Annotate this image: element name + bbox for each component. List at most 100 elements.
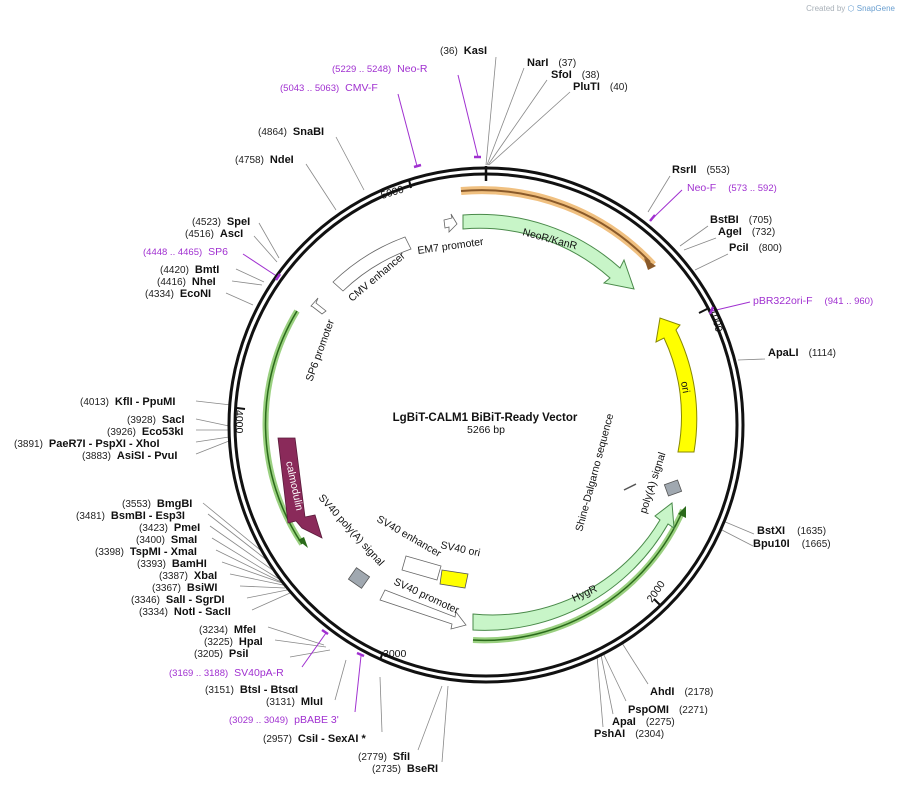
enzyme-agei-pos: (732)	[752, 227, 775, 238]
svg-text:Bpu10I(1665): Bpu10I(1665)	[753, 538, 831, 550]
enzyme-bmgbi-pos: (3553)	[122, 499, 151, 510]
svg-text:ApaI(2275): ApaI(2275)	[612, 716, 675, 728]
feature-calmodulin	[277, 437, 323, 539]
enzyme-rsrii: RsrII	[672, 164, 696, 176]
primer-leaders	[242, 74, 751, 713]
feature-em7	[443, 213, 458, 233]
feature-sv40-enhancer	[401, 555, 442, 581]
svg-text:PshAI(2304): PshAI(2304)	[594, 728, 664, 740]
label-sv40-polya: SV40 poly(A) signal	[316, 492, 387, 569]
primer-pbr322ori-f-pos: (941 .. 960)	[825, 296, 874, 307]
enzyme-saci: SacI	[162, 414, 185, 426]
svg-text:(3926)Eco53kI: (3926)Eco53kI	[107, 426, 184, 438]
enzyme-bstbi-pos: (705)	[749, 215, 772, 226]
feature-ori	[655, 317, 698, 453]
enzyme-sfii: SfiI	[393, 751, 410, 763]
enzyme-nhei: NheI	[192, 276, 216, 288]
enzyme-pcii: PciI	[729, 242, 749, 254]
enzyme-apai-pos: (2275)	[646, 717, 675, 728]
svg-text:(4523)SpeI: (4523) SpeI	[192, 216, 250, 228]
feature-sp6-promoter	[310, 297, 327, 315]
enzyme-labels: (36)KasI NarI(37) SfoI(38) PluTI(40) Rsr…	[14, 45, 836, 775]
enzyme-psii-pos: (3205)	[194, 649, 223, 660]
scale-ticks	[236, 179, 708, 661]
svg-text:(3393)BamHI: (3393)BamHI	[137, 558, 207, 570]
svg-text:(3367)BsiWI: (3367)BsiWI	[152, 582, 217, 594]
enzyme-snabi: SnaBI	[293, 126, 324, 138]
plasmid-length: 5266 bp	[467, 424, 505, 436]
enzyme-sfoi: SfoI	[551, 69, 572, 81]
enzyme-bamhi: BamHI	[172, 558, 207, 570]
label-sp6-promoter: SP6 promoter	[304, 318, 338, 383]
enzyme-smai: SmaI	[171, 534, 197, 546]
enzyme-pshai: PshAI	[594, 728, 625, 740]
enzyme-xbai-pos: (3387)	[159, 571, 188, 582]
svg-text:(4758)NdeI: (4758)NdeI	[235, 154, 294, 166]
enzyme-tspmi-pos: (3398)	[95, 547, 124, 558]
snapgene-credit: Created by ⬡ SnapGene	[806, 4, 895, 13]
enzyme-bseri: BseRI	[407, 763, 438, 775]
svg-text:(3169 .. 3188)SV40pA-R: (3169 .. 3188)SV40pA-R	[169, 667, 284, 679]
enzyme-csii: CsiI - SexAI *	[298, 733, 367, 745]
enzyme-pluti-pos: (40)	[610, 82, 628, 93]
svg-text:(3891)PaeR7I - PspXI - XhoI: (3891)PaeR7I - PspXI - XhoI	[14, 438, 160, 450]
enzyme-apali-pos: (1114)	[809, 348, 836, 359]
enzyme-bsmbi-pos: (3481)	[76, 511, 105, 522]
tick-4000: 4000	[233, 410, 245, 434]
enzyme-nhei-pos: (4416)	[157, 277, 186, 288]
svg-text:(3928)SacI: (3928) SacI	[127, 414, 185, 426]
credit-prefix: Created by	[806, 4, 846, 13]
svg-text:AgeI(732): AgeI(732)	[718, 226, 775, 238]
svg-text:(2735)BseRI: (2735)BseRI	[372, 763, 438, 775]
primer-pbabe3: pBABE 3'	[294, 714, 339, 726]
label-shine-dalgarno: Shine-Dalgarno sequence	[573, 412, 616, 533]
enzyme-xbai: XbaI	[194, 570, 217, 582]
svg-text:(4864)SnaBI: (4864)SnaBI	[258, 126, 324, 138]
enzyme-pcii-pos: (800)	[759, 243, 782, 254]
svg-text:(2957)CsiI - SexAI *: (2957) CsiI - SexAI *	[263, 733, 366, 745]
svg-text:(3387)XbaI: (3387) XbaI	[159, 570, 217, 582]
enzyme-spei-pos: (4523)	[192, 217, 221, 228]
feature-neor	[462, 213, 635, 290]
svg-text:(4420)BmtI: (4420) BmtI	[160, 264, 219, 276]
label-em7: EM7 promoter	[417, 236, 485, 257]
feature-polya-right	[663, 479, 683, 497]
feature-shine-dalgarno	[623, 483, 637, 491]
enzyme-kasi: KasI	[464, 45, 487, 57]
enzyme-pmei: PmeI	[174, 522, 200, 534]
enzyme-asisi: AsiSI - PvuI	[117, 450, 178, 462]
enzyme-tspmi: TspMI - XmaI	[130, 546, 197, 558]
svg-text:(5229 .. 5248)Neo-R: (5229 .. 5248)Neo-R	[332, 63, 428, 75]
plasmid-name: LgBiT-CALM1 BiBiT-Ready Vector	[393, 412, 578, 424]
enzyme-nari: NarI	[527, 57, 548, 69]
enzyme-mlui-pos: (3131)	[266, 697, 295, 708]
svg-text:(3883)AsiSI - PvuI: (3883)AsiSI - PvuI	[82, 450, 177, 462]
enzyme-pluti: PluTI	[573, 81, 600, 93]
svg-text:(36)KasI: (36)KasI	[440, 45, 487, 57]
primer-cmv-f-pos: (5043 .. 5063)	[280, 83, 339, 94]
enzyme-bpu10i-pos: (1665)	[802, 539, 831, 550]
svg-text:(3131)MluI: (3131)MluI	[266, 696, 323, 708]
primer-neo-r-pos: (5229 .. 5248)	[332, 64, 391, 75]
enzyme-bstxi: BstXI	[757, 525, 785, 537]
enzyme-ahdi: AhdI	[650, 686, 674, 698]
feature-sv40-polya	[347, 567, 371, 589]
enzyme-paer7i-pos: (3891)	[14, 439, 43, 450]
enzyme-ahdi-pos: (2178)	[684, 687, 713, 698]
tick-5000: 5000	[379, 184, 405, 202]
svg-text:(3481)BsmBI - Esp3I: (3481)BsmBI - Esp3I	[76, 510, 185, 522]
enzyme-bmgbi: BmgBI	[157, 498, 192, 510]
enzyme-bmti-pos: (4420)	[160, 265, 189, 276]
svg-text:(3151)BtsI - BtsαI: (3151)BtsI - BtsαI	[205, 684, 298, 696]
enzyme-spei: SpeI	[227, 216, 250, 228]
enzyme-sali: SalI - SgrDI	[166, 594, 225, 606]
svg-text:(3205)PsiI: (3205)PsiI	[194, 648, 248, 660]
primer-sp6: SP6	[208, 246, 228, 258]
enzyme-ndei: NdeI	[270, 154, 294, 166]
svg-text:PluTI(40): PluTI (40)	[573, 81, 628, 93]
enzyme-bmti: BmtI	[195, 264, 219, 276]
enzyme-sali-pos: (3346)	[131, 595, 160, 606]
enzyme-csii-pos: (2957)	[263, 734, 292, 745]
enzyme-smai-pos: (3400)	[136, 535, 165, 546]
enzyme-saci-pos: (3928)	[127, 415, 156, 426]
